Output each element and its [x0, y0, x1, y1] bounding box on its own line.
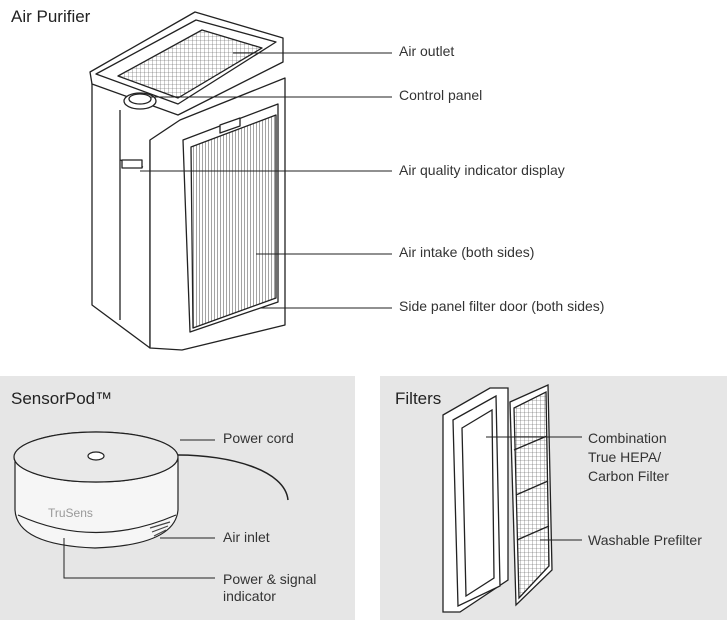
air-purifier-illustration: [89, 11, 286, 351]
sensorpod-title: SensorPod™: [11, 389, 113, 408]
purifier-leader-lines: [140, 52, 392, 309]
air-intake-label: Air intake (both sides): [399, 244, 535, 260]
filters-illustration: [442, 384, 553, 613]
filters-leader-lines: [486, 436, 582, 541]
prefilter-label: Washable Prefilter: [588, 532, 702, 548]
hepa-label-line2: True HEPA/: [588, 449, 662, 465]
sensorpod-brand-text: TruSens: [48, 506, 93, 520]
air-outlet-label: Air outlet: [399, 43, 455, 59]
air-quality-display-label: Air quality indicator display: [399, 162, 565, 178]
power-signal-label-line2: indicator: [223, 588, 276, 604]
hepa-label-line1: Combination: [588, 430, 667, 446]
air-inlet-label: Air inlet: [223, 529, 270, 545]
filter-door-label: Side panel filter door (both sides): [399, 298, 605, 314]
sensorpod-illustration: [13, 431, 289, 549]
air-purifier-title: Air Purifier: [11, 7, 91, 26]
hepa-label-line3: Carbon Filter: [588, 468, 669, 484]
sensorpod-leader-lines: [63, 439, 215, 579]
power-signal-label-line1: Power & signal: [223, 571, 317, 587]
filters-panel: [380, 376, 727, 620]
filters-title: Filters: [395, 389, 442, 408]
control-panel-label: Control panel: [399, 87, 483, 103]
power-cord-label: Power cord: [223, 430, 294, 446]
